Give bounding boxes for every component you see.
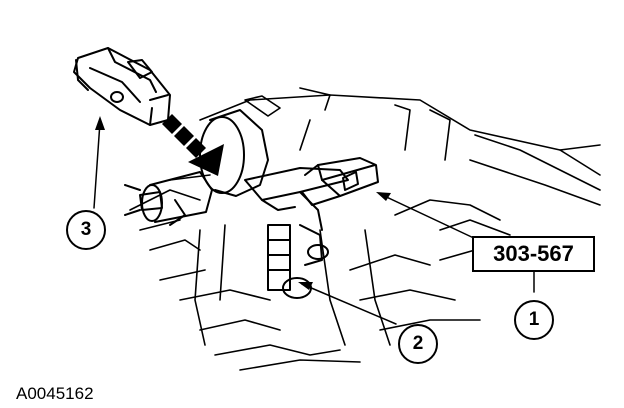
leader-arrowheads (95, 116, 391, 290)
installation-arrow (162, 114, 224, 176)
camshaft-journal (124, 109, 269, 226)
figure-id: A0045162 (16, 384, 94, 403)
callout-3: 3 (66, 210, 106, 250)
tool-number-label: 303-567 (472, 236, 595, 272)
roller-follower (73, 47, 171, 126)
cylinder-head-outline (129, 87, 601, 371)
callout-1: 1 (514, 300, 554, 340)
valve-spring (267, 224, 329, 299)
leader-lines (93, 121, 535, 325)
tool-303-567 (244, 157, 379, 231)
callout-2: 2 (398, 324, 438, 364)
